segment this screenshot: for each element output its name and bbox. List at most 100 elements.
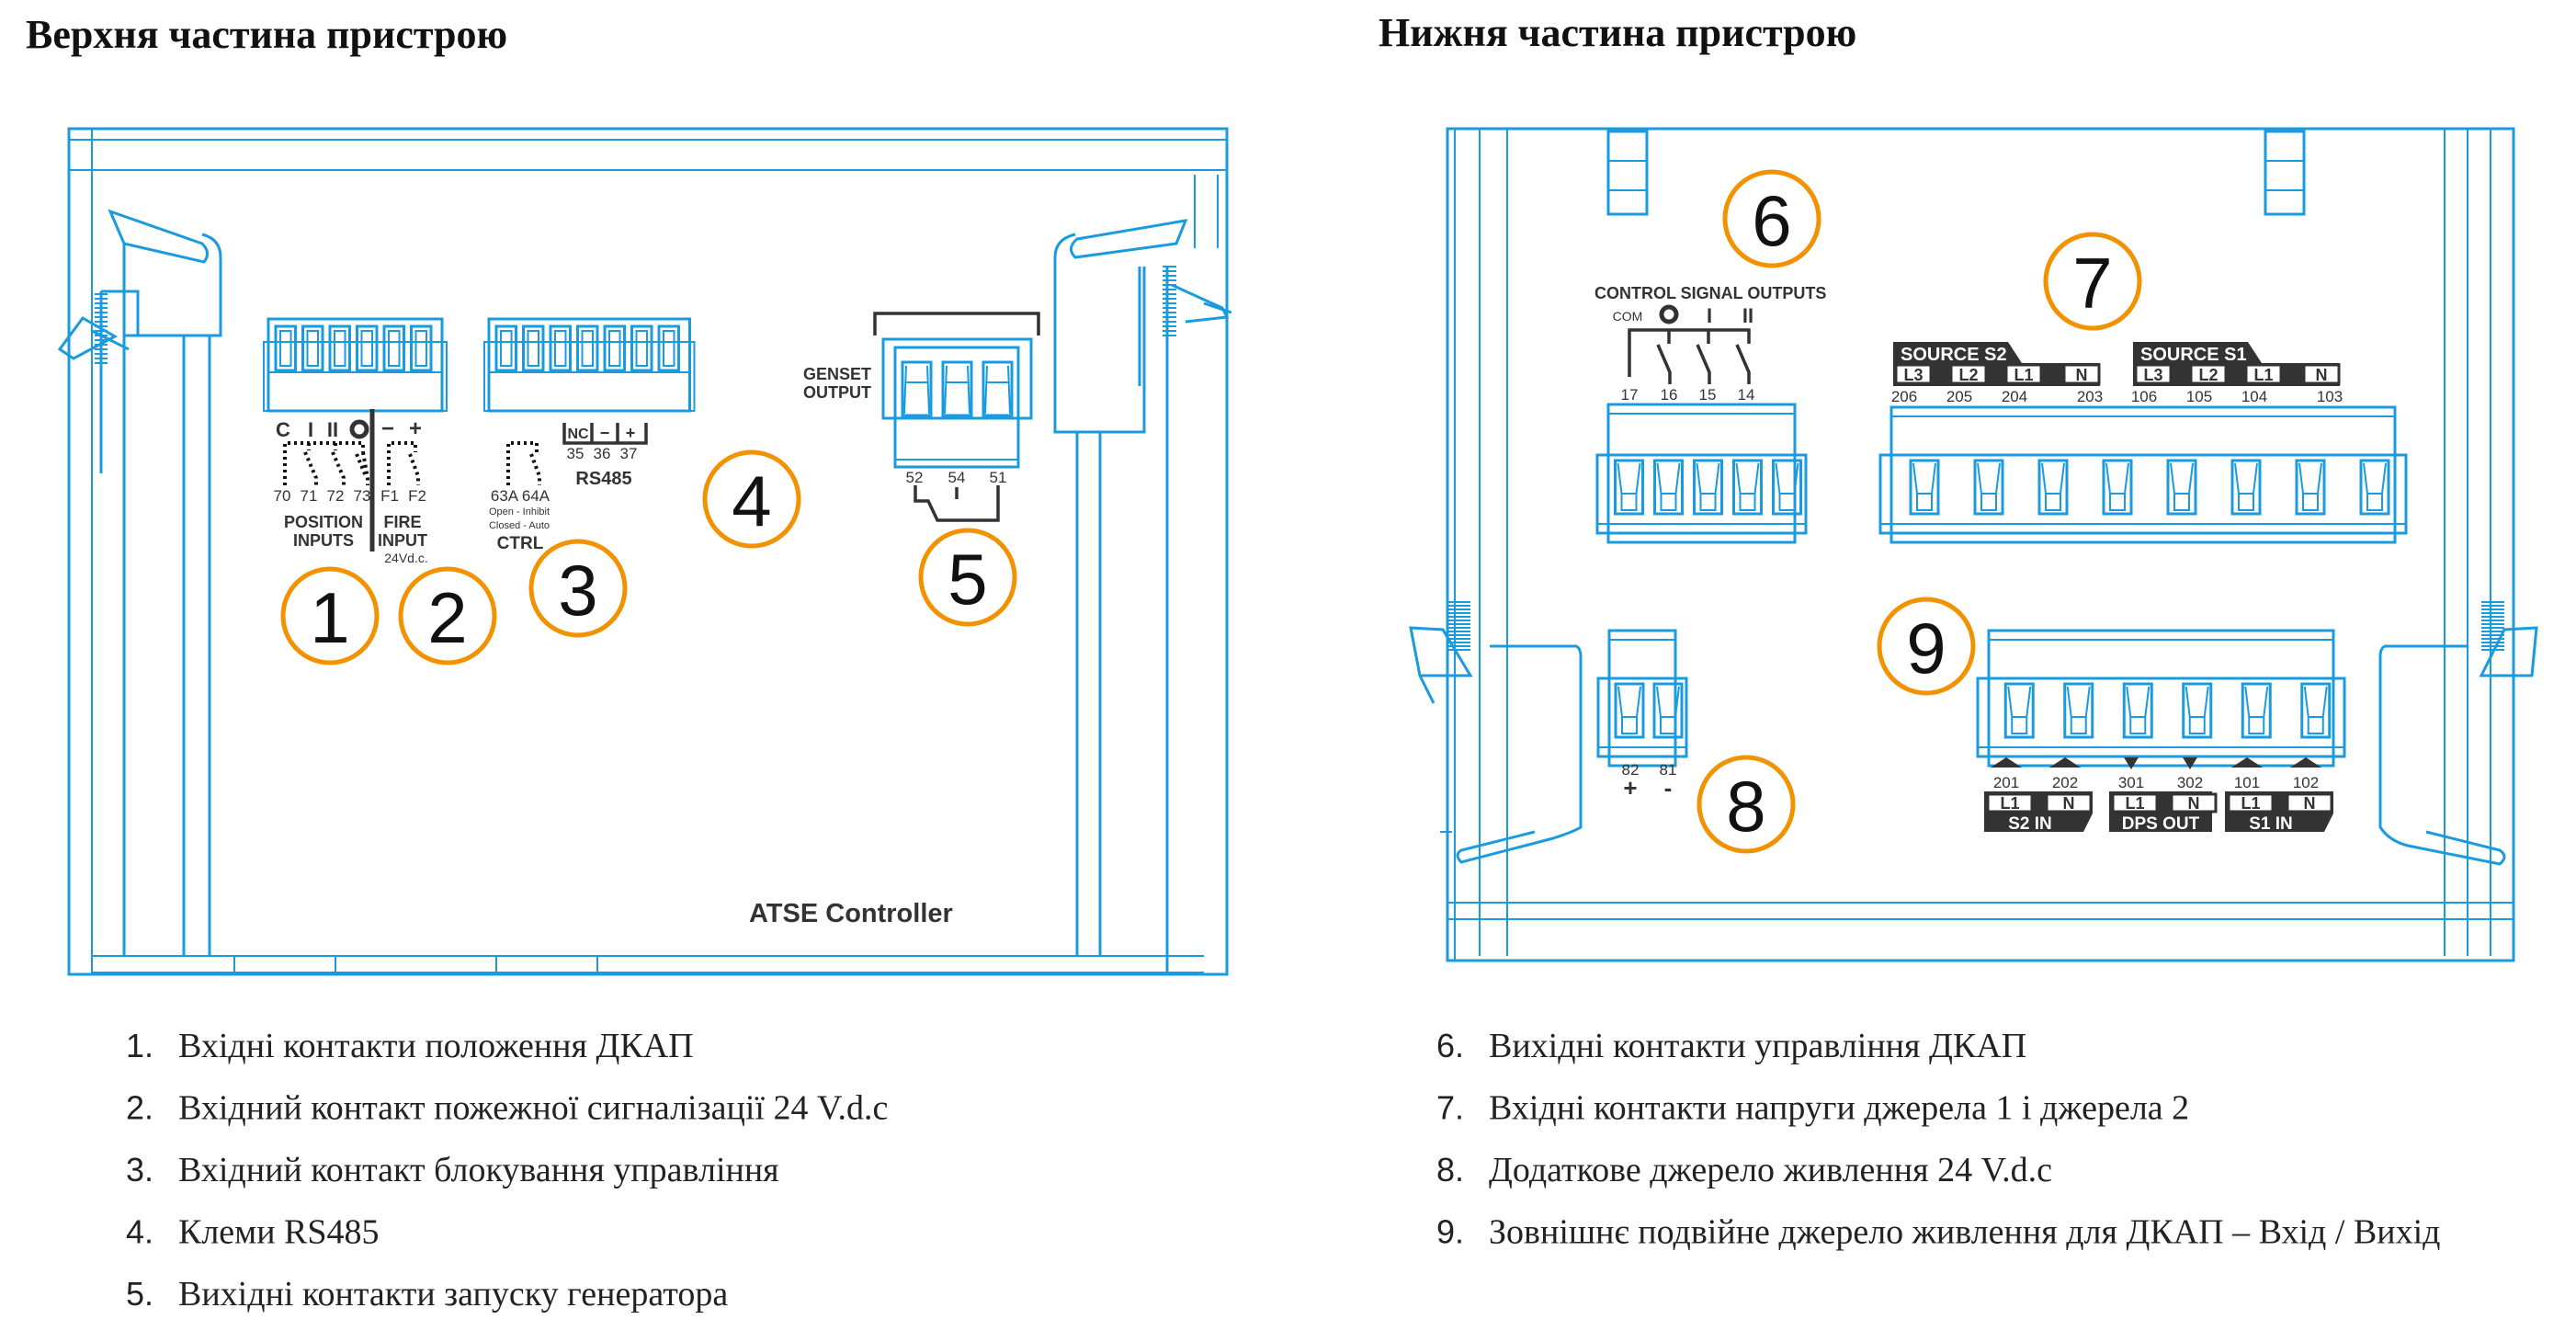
slot-outer — [941, 360, 973, 417]
terminal-slot[interactable] — [1909, 459, 1940, 516]
svg-text:6: 6 — [1752, 180, 1791, 261]
legend-item: 5.Вихідні контакти запуску генератора — [126, 1275, 728, 1314]
slot-outer — [2122, 682, 2153, 739]
terminal-203: 203 — [2077, 388, 2103, 405]
slot-outer — [982, 360, 1014, 417]
terminal-slot[interactable] — [1973, 459, 2004, 516]
terminal-slot[interactable] — [274, 324, 297, 372]
callout-badge-1: 1 — [280, 566, 380, 665]
terminal-slot[interactable] — [328, 324, 351, 372]
terminal-slot[interactable] — [603, 324, 626, 372]
slot-inner — [2298, 462, 2322, 511]
terminal-104: 104 — [2241, 388, 2267, 405]
terminal-70: 70 — [274, 487, 291, 505]
slot-outer — [2166, 459, 2197, 516]
terminal-slot[interactable] — [2182, 682, 2213, 739]
slot-outer — [657, 324, 680, 372]
genset-connector — [881, 337, 1033, 469]
terminal-slot[interactable] — [522, 324, 545, 372]
aux-supply-connector-flange — [1596, 677, 1688, 758]
terminal-slot[interactable] — [549, 324, 572, 372]
terminal-slot[interactable] — [382, 324, 405, 372]
terminal-35: 35 — [567, 445, 584, 462]
terminal-slot[interactable] — [2003, 682, 2035, 739]
symbol-ii: II — [327, 418, 338, 441]
control-outputs-symbol — [1628, 328, 1751, 384]
slot-inner — [2170, 462, 2194, 511]
ctrl-note-1: Open - Inhibit — [489, 506, 550, 517]
slot-inner — [2303, 686, 2328, 734]
terminal-14: 14 — [1738, 386, 1755, 404]
terminal-slot[interactable] — [657, 324, 680, 372]
slot-inner — [2007, 686, 2032, 734]
terminal-slot[interactable] — [941, 360, 973, 417]
terminal-54: 54 — [948, 469, 966, 486]
terminal-slot[interactable] — [356, 324, 379, 372]
terminal-slot[interactable] — [630, 324, 653, 372]
slot-inner — [2184, 686, 2209, 734]
symbol-o-icon — [349, 419, 369, 439]
genset-body — [893, 346, 1020, 469]
terminal-slot[interactable] — [2037, 459, 2069, 516]
legend-number: 3. — [126, 1151, 153, 1188]
outline — [1171, 283, 1232, 324]
terminal-slot[interactable] — [2300, 682, 2332, 739]
control-outputs-connector-body — [1606, 403, 1797, 544]
terminal-slot[interactable] — [1614, 459, 1644, 516]
slot-outer — [1652, 682, 1684, 739]
phase-cell — [1949, 363, 1988, 385]
slot-outer — [2300, 682, 2332, 739]
left-clip — [57, 209, 222, 956]
phase-cell — [2302, 363, 2341, 385]
terminal-slot[interactable] — [2359, 459, 2390, 516]
terminal-slot[interactable] — [1652, 682, 1684, 739]
rs485-block: NC − + 35 36 37 RS485 — [562, 423, 648, 489]
source-connector — [1878, 405, 2408, 544]
rs485-nc: NC — [567, 426, 589, 442]
terminal-82: 82 — [1622, 761, 1640, 779]
terminal-slot[interactable] — [301, 324, 324, 372]
dps-group-label: DPS OUT — [2122, 814, 2200, 834]
genset-block: GENSET OUTPUT 52 54 51 — [803, 312, 1040, 522]
slot-inner — [903, 365, 930, 415]
terminal-slot[interactable] — [2102, 459, 2133, 516]
terminal-slot[interactable] — [982, 360, 1014, 417]
terminal-slot[interactable] — [1693, 459, 1723, 516]
terminal-slot[interactable] — [901, 360, 933, 417]
top-tab-right-inner — [2264, 160, 2305, 191]
terminal-slot[interactable] — [1653, 459, 1684, 516]
polarity-minus: - — [1664, 774, 1673, 802]
terminal-302: 302 — [2177, 774, 2203, 791]
terminal-slot[interactable] — [494, 324, 517, 372]
slot-inner — [663, 330, 675, 367]
terminal-slot[interactable] — [410, 324, 433, 372]
fire-minus: − — [381, 416, 394, 441]
terminal-slot[interactable] — [2295, 459, 2326, 516]
phase-cell — [2062, 363, 2101, 385]
terminal-slot[interactable] — [2122, 682, 2153, 739]
dps-connector — [1976, 629, 2346, 768]
legend-item: 6.Вихідні контакти управління ДКАП — [1436, 1027, 2026, 1065]
terminal-slot[interactable] — [2241, 682, 2272, 739]
terminal-slot[interactable] — [1732, 459, 1763, 516]
slot-inner — [554, 330, 567, 367]
terminal-slot[interactable] — [2166, 459, 2197, 516]
slot-inner — [1775, 462, 1799, 511]
terminal-slot[interactable] — [2230, 459, 2262, 516]
bottom-view-device — [1409, 127, 2538, 962]
position-fire-connector — [263, 317, 448, 413]
terminal-slot[interactable] — [1614, 682, 1645, 739]
svg-text:5: 5 — [948, 539, 987, 620]
bottom-housing-lines — [1440, 129, 1508, 961]
terminal-105: 105 — [2186, 388, 2212, 405]
terminal-slot[interactable] — [576, 324, 599, 372]
terminal-slot[interactable] — [1772, 459, 1802, 516]
tag-background — [2133, 342, 2340, 386]
outline — [122, 233, 222, 337]
terminal-slot[interactable] — [2063, 682, 2094, 739]
phase-label: L1 — [2241, 794, 2260, 813]
control-outputs-label: CONTROL SIGNAL OUTPUTS — [1594, 284, 1826, 302]
slot-inner — [608, 330, 621, 367]
